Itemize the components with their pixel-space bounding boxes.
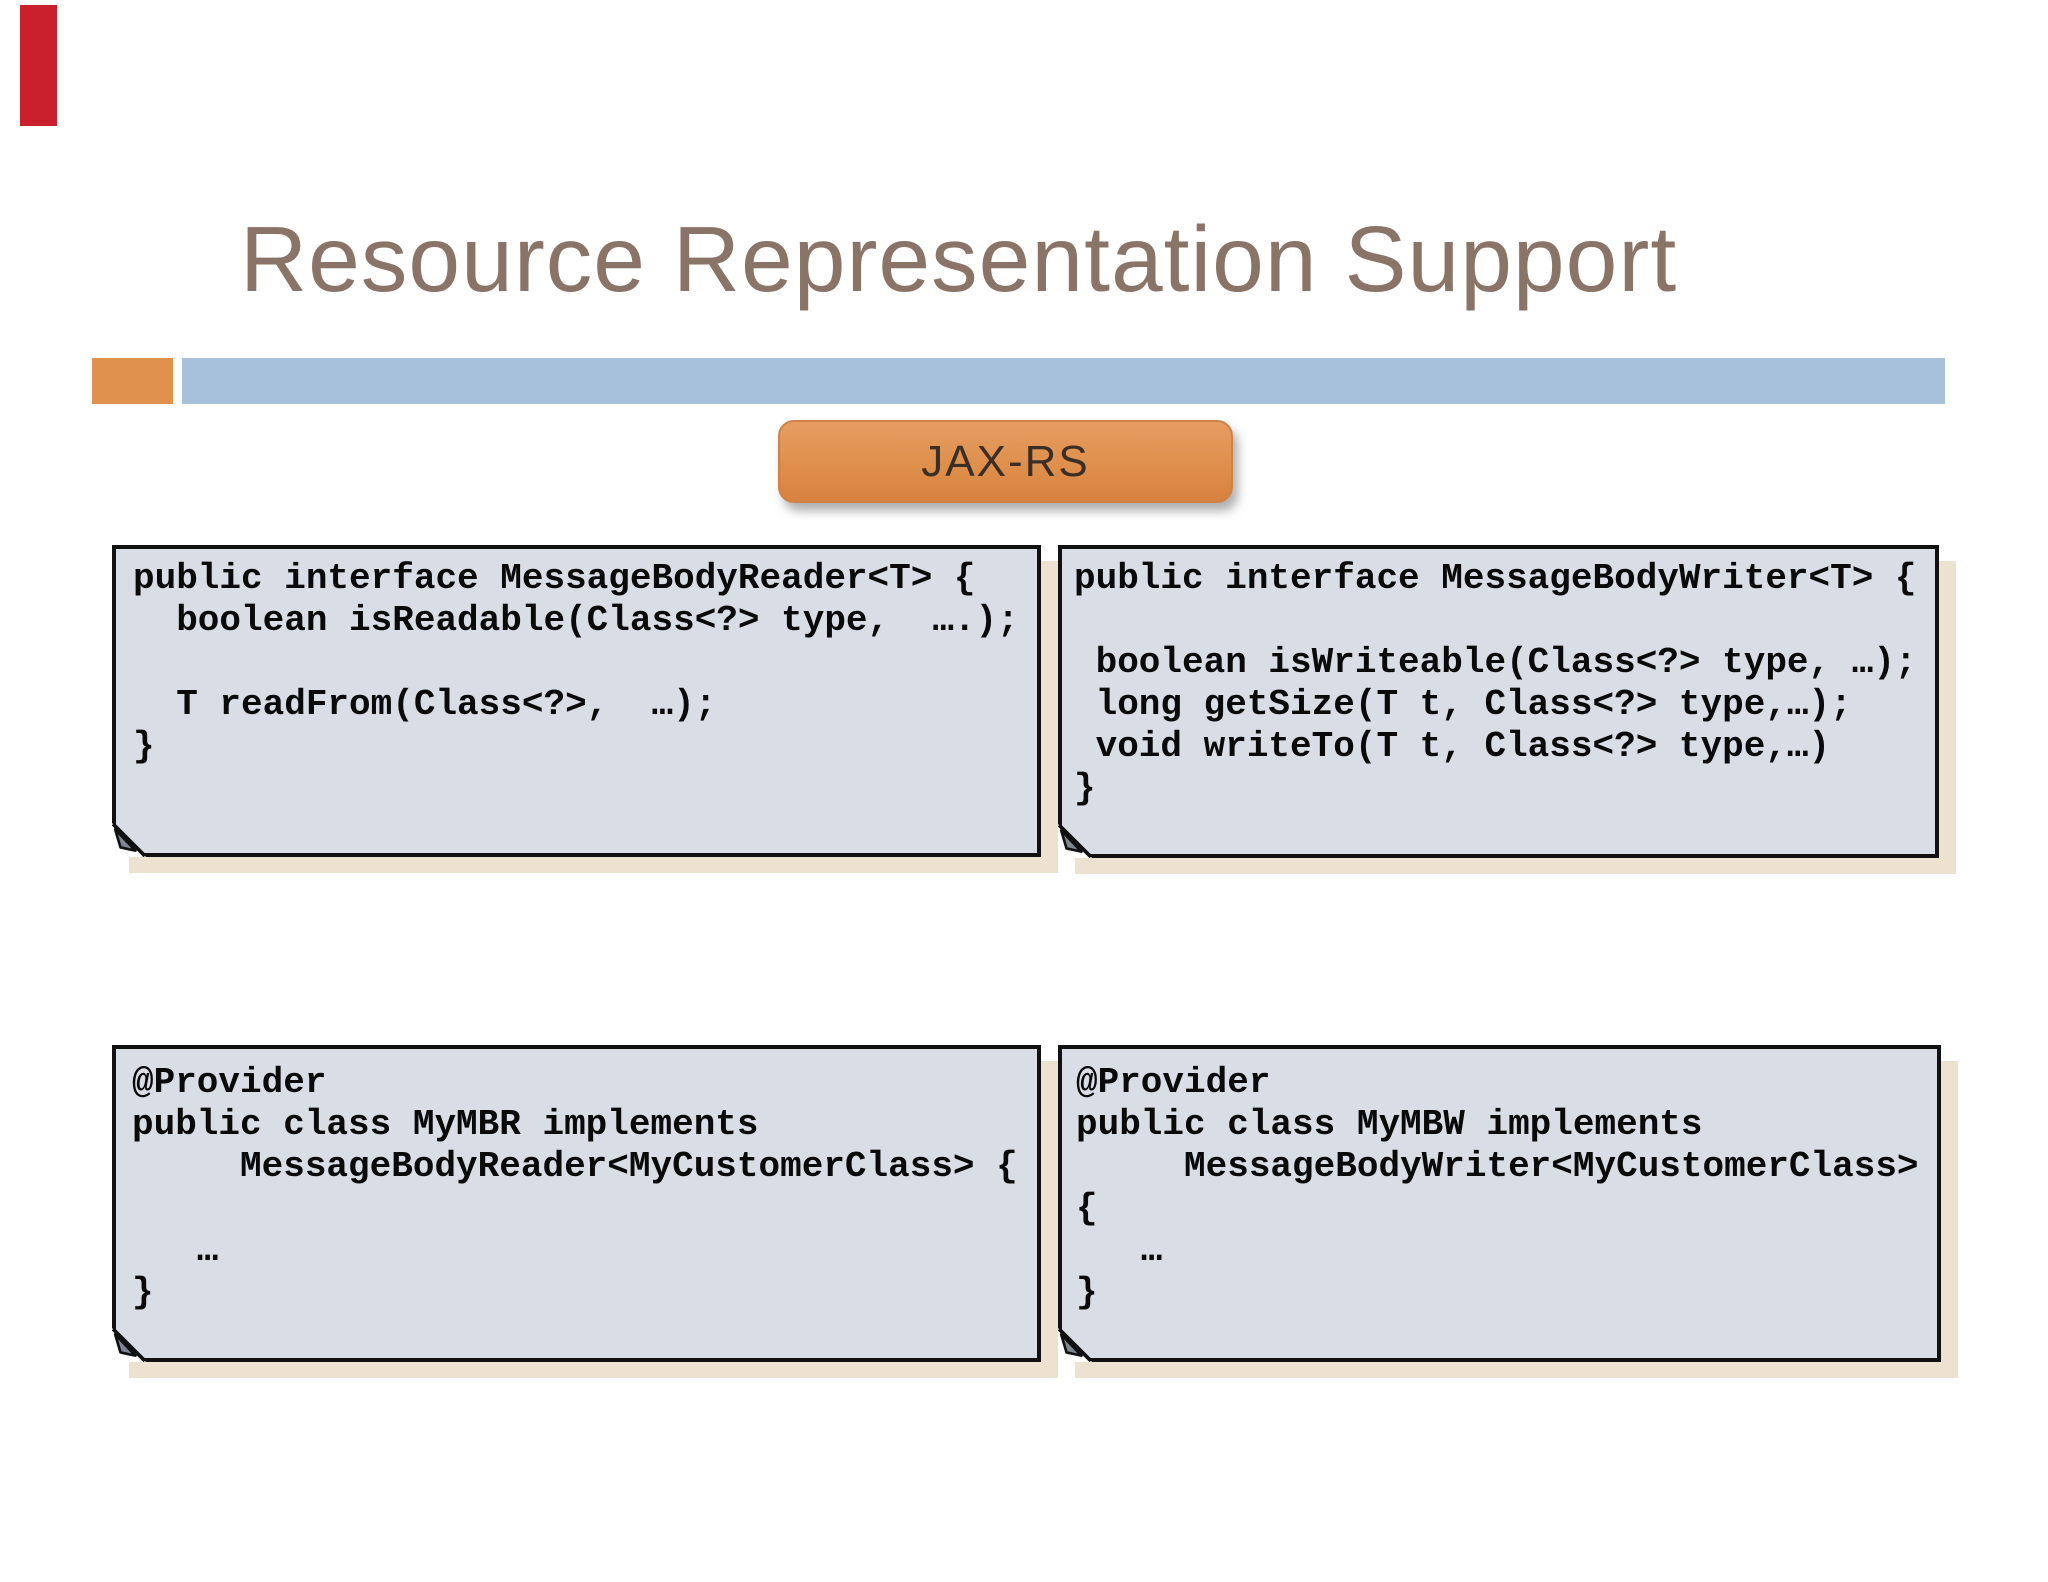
code-text: @Provider public class MyMBW implements …	[1076, 1062, 1919, 1313]
jaxrs-badge-label: JAX-RS	[921, 436, 1090, 486]
code-text: @Provider public class MyMBR implements …	[132, 1062, 1018, 1313]
folded-corner-icon	[112, 1328, 146, 1362]
folded-corner-icon	[1058, 1328, 1092, 1362]
folded-corner-icon	[112, 823, 146, 857]
slide-title: Resource Representation Support	[240, 207, 1678, 311]
code-text: public interface MessageBodyReader<T> { …	[133, 558, 1019, 767]
code-box-my-mbr: @Provider public class MyMBR implements …	[112, 1045, 1041, 1362]
code-box-message-body-writer: public interface MessageBodyWriter<T> { …	[1058, 545, 1939, 858]
code-box-message-body-reader: public interface MessageBodyReader<T> { …	[112, 545, 1041, 857]
code-text: public interface MessageBodyWriter<T> { …	[1074, 558, 1917, 809]
accent-bar-blue	[182, 358, 1945, 404]
red-marker-bar	[20, 5, 57, 126]
jaxrs-badge: JAX-RS	[778, 420, 1233, 503]
code-box-my-mbw: @Provider public class MyMBW implements …	[1058, 1045, 1941, 1362]
accent-bar-orange-square	[92, 358, 173, 404]
folded-corner-icon	[1058, 824, 1092, 858]
